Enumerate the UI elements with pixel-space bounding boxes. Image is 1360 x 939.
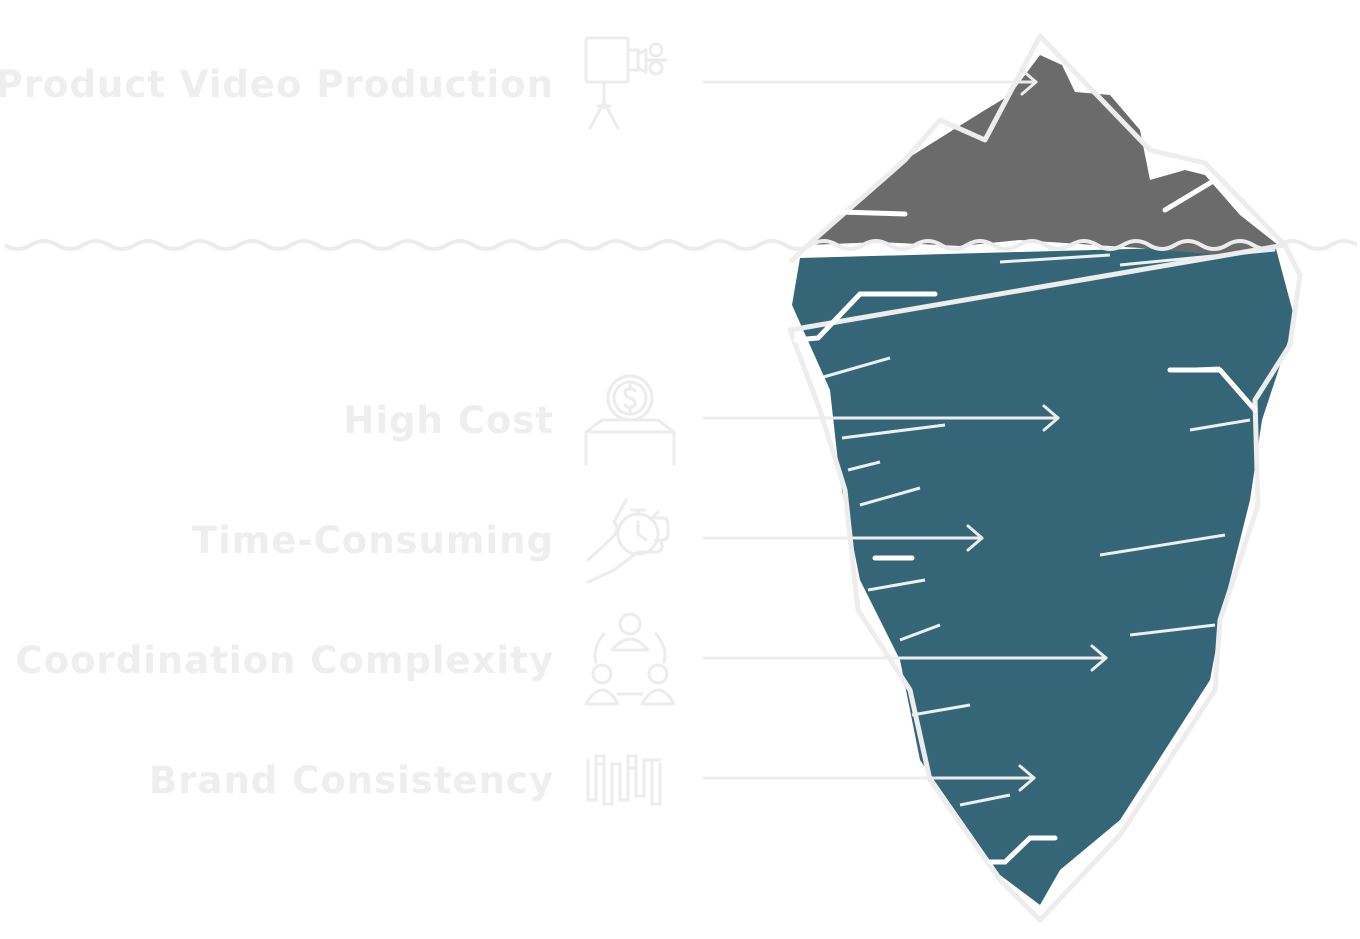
label-high-cost: High Cost bbox=[343, 399, 554, 442]
water-line bbox=[3, 239, 1359, 251]
iceberg-scribble-accents bbox=[793, 177, 1258, 865]
connector-brand-consistency bbox=[702, 764, 1036, 792]
people-group-icon bbox=[580, 608, 680, 708]
connectors bbox=[702, 68, 1108, 792]
connector-time-consuming bbox=[702, 524, 984, 552]
label-time-consuming: Time-Consuming bbox=[191, 519, 554, 562]
iceberg-tip bbox=[808, 55, 1278, 255]
brand-pattern-icon bbox=[580, 728, 680, 828]
label-coordination-complexity: Coordination Complexity bbox=[15, 639, 554, 682]
film-camera-icon bbox=[580, 32, 680, 132]
money-pot-icon bbox=[580, 368, 680, 468]
connector-coordination-complexity bbox=[702, 644, 1108, 672]
connector-high-cost bbox=[702, 404, 1060, 432]
label-product-video-production: Product Video Production bbox=[0, 63, 554, 106]
hand-stopwatch-icon bbox=[580, 488, 680, 588]
iceberg-underwater-body bbox=[792, 245, 1295, 905]
connector-product-video-production bbox=[702, 68, 1038, 96]
label-brand-consistency: Brand Consistency bbox=[149, 759, 554, 802]
